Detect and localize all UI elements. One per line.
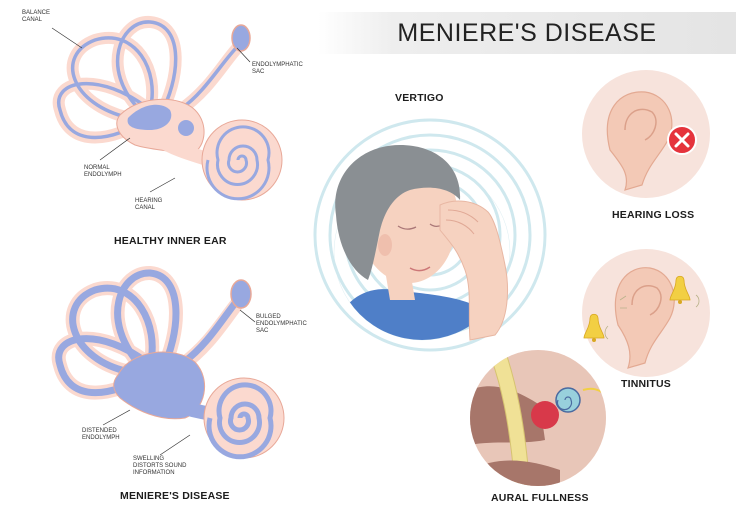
meniere-cochlea xyxy=(203,377,285,460)
meniere-inner-ear xyxy=(51,266,285,460)
vertigo-illustration xyxy=(313,118,547,352)
inflamed-middle-ear xyxy=(531,401,559,429)
healthy-endolymph xyxy=(127,104,172,130)
vertigo-hair xyxy=(335,145,461,280)
vertigo-hand xyxy=(439,200,509,341)
healthy-endolymphatic-sac xyxy=(231,24,251,52)
caption-aural-fullness: AURAL FULLNESS xyxy=(491,492,589,504)
caption-tinnitus: TINNITUS xyxy=(621,378,672,390)
page-title: MENIERE'S DISEASE xyxy=(397,19,657,47)
bell-icon-left xyxy=(583,313,605,342)
healthy-inner-ear xyxy=(52,16,283,201)
meniere-bulged-sac xyxy=(230,279,252,309)
caption-meniere-disease: MENIERE'S DISEASE xyxy=(120,490,230,502)
bell-icon xyxy=(669,275,691,304)
healthy-cochlea xyxy=(201,119,283,201)
caption-healthy-inner-ear: HEALTHY INNER EAR xyxy=(114,235,227,247)
healthy-endolymph-ducts xyxy=(56,20,240,140)
title-banner xyxy=(318,12,736,54)
hearing-loss-illustration xyxy=(582,70,710,198)
caption-hearing-loss: HEARING LOSS xyxy=(612,209,695,221)
caption-vertigo: VERTIGO xyxy=(395,92,444,104)
aural-fullness-illustration xyxy=(470,350,606,486)
meniere-swollen-ducts xyxy=(55,269,240,397)
tinnitus-illustration xyxy=(582,249,710,377)
